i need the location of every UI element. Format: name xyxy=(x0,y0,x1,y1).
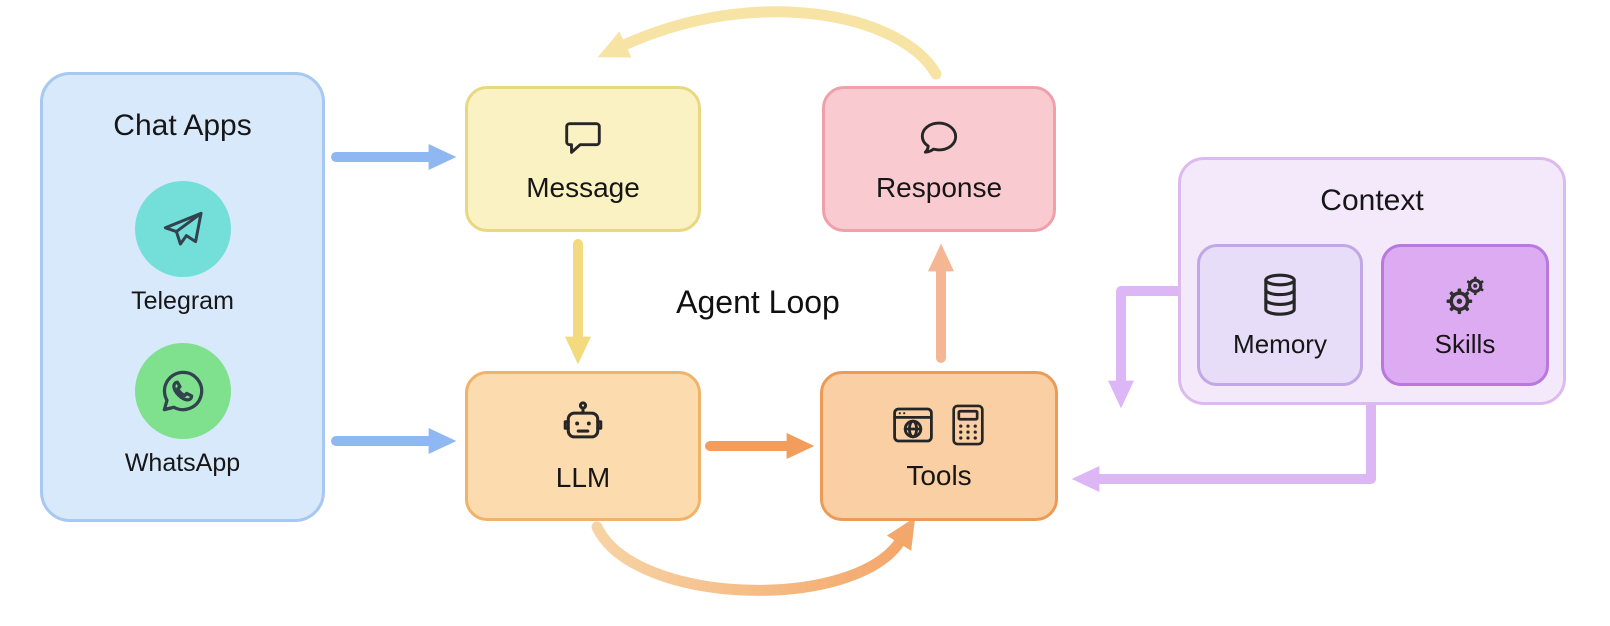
speech-bubble-round-icon xyxy=(916,115,962,166)
arrow-response-to-message-arc xyxy=(597,6,942,80)
arrow-llm-to-tools-arc xyxy=(591,517,916,596)
gears-icon xyxy=(1440,270,1490,325)
chat-apps-group: Chat Apps Telegram WhatsApp xyxy=(40,72,325,522)
message-label: Message xyxy=(526,171,640,203)
chat-apps-title: Chat Apps xyxy=(113,109,252,142)
arrow-context-to-tools-down xyxy=(1107,286,1182,409)
node-llm: LLM xyxy=(465,371,701,521)
response-label: Response xyxy=(875,171,1003,203)
node-response: Response xyxy=(822,86,1056,232)
context-title: Context xyxy=(1320,184,1424,217)
context-group: Context Memory xyxy=(1178,157,1566,405)
whatsapp-icon xyxy=(134,343,231,439)
whatsapp-label: WhatsApp xyxy=(124,449,241,477)
node-memory: Memory xyxy=(1197,244,1363,386)
tools-label: Tools xyxy=(906,459,972,491)
telegram-label: Telegram xyxy=(131,287,234,315)
browser-icon xyxy=(889,401,937,454)
robot-icon xyxy=(557,399,609,456)
arrow-context-to-tools-left xyxy=(1071,401,1376,493)
llm-label: LLM xyxy=(555,461,611,493)
node-tools: Tools xyxy=(820,371,1058,521)
node-skills: Skills xyxy=(1381,244,1549,386)
calculator-icon xyxy=(947,401,989,454)
telegram-icon xyxy=(134,181,231,277)
memory-label: Memory xyxy=(1233,329,1327,359)
tools-icons xyxy=(889,401,989,454)
agent-loop-label: Agent Loop xyxy=(676,284,840,320)
node-message: Message xyxy=(465,86,701,232)
speech-bubble-square-icon xyxy=(560,115,606,166)
skills-label: Skills xyxy=(1434,329,1496,359)
database-icon xyxy=(1255,270,1305,325)
